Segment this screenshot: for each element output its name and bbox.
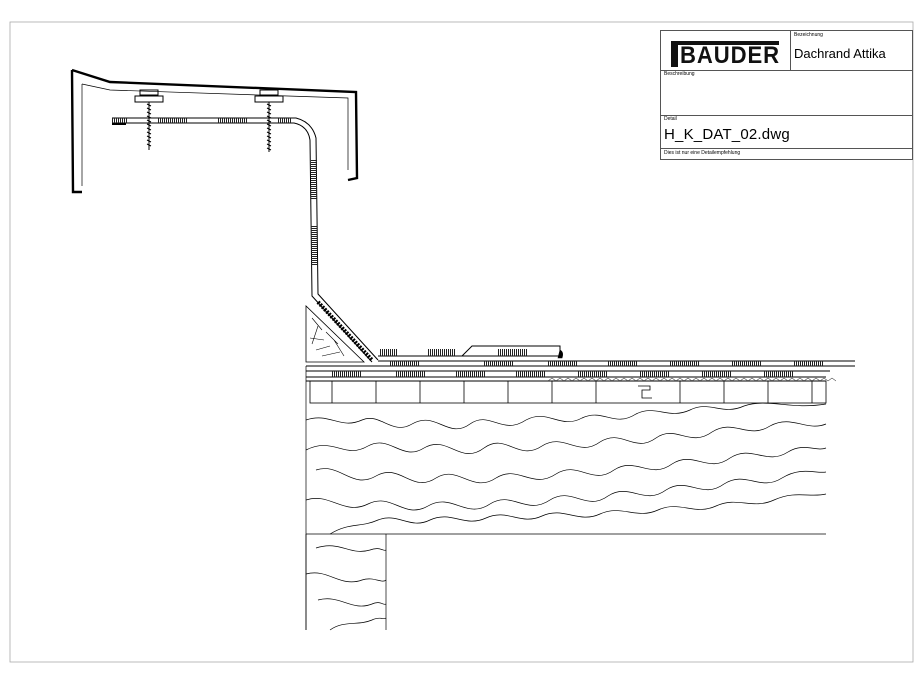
disclaimer-note: Dies ist nur eine Detailempfehlung — [664, 150, 741, 156]
insulation-wedge — [305, 300, 374, 363]
bezeichnung-cell: Bezeichnung Dachrand Attika — [791, 31, 912, 71]
note-cell: Dies ist nur eine Detailempfehlung — [661, 148, 912, 159]
bezeichnung-value: Dachrand Attika — [794, 46, 886, 61]
detail-filename: H_K_DAT_02.dwg — [664, 126, 790, 143]
detail-cell: Detail H_K_DAT_02.dwg — [661, 115, 912, 149]
membrane-hatching — [332, 349, 837, 382]
logo-cell: BAUDER — [661, 31, 791, 71]
deck-band — [309, 380, 827, 404]
detail-label: Detail — [664, 116, 677, 122]
bezeichnung-label: Bezeichnung — [794, 32, 823, 38]
timber-beam — [305, 366, 827, 630]
beschreibung-label: Beschreibung — [664, 71, 695, 77]
title-block: BAUDER Bezeichnung Dachrand Attika Besch… — [660, 30, 913, 160]
screws — [146, 102, 272, 152]
drawing-frame — [9, 21, 914, 663]
bauder-logo-stem — [671, 41, 678, 67]
parapet-membrane — [112, 117, 379, 363]
bauder-logo: BAUDER — [680, 42, 780, 69]
beschreibung-cell: Beschreibung — [661, 71, 912, 115]
coping-cap — [70, 68, 359, 194]
bauder-logo-bar — [671, 41, 779, 45]
timber-post — [305, 534, 387, 631]
